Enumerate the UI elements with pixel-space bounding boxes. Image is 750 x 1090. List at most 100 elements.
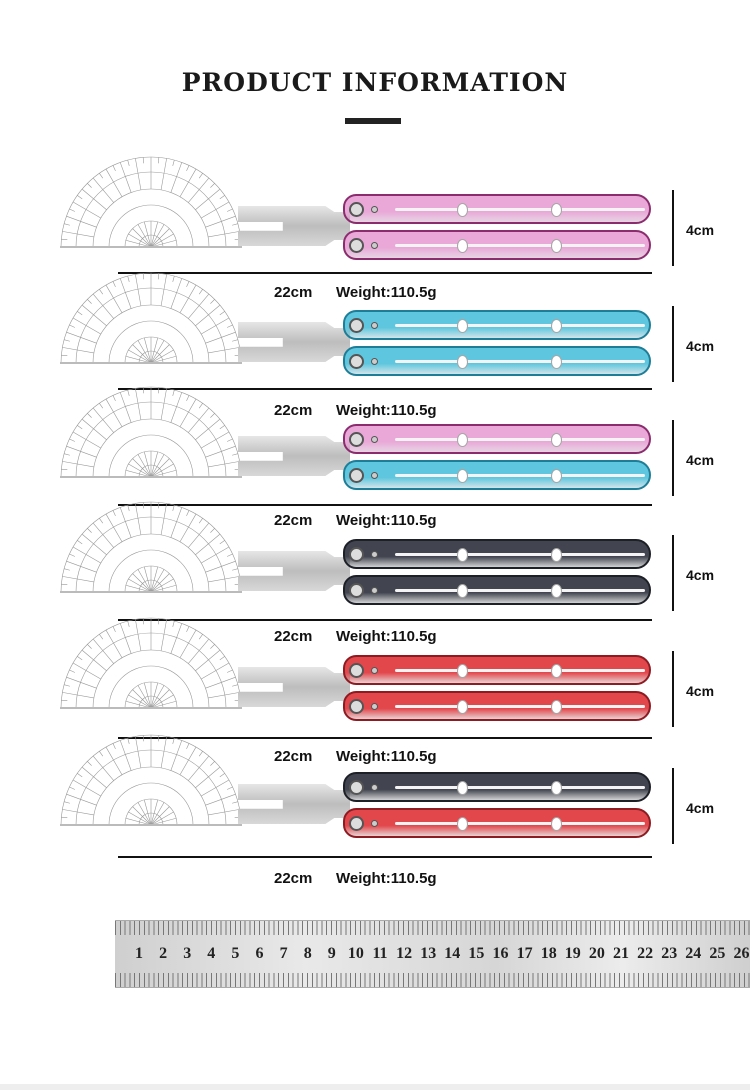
title-underline	[345, 118, 401, 124]
trainer-blade	[238, 436, 350, 476]
bottom-divider	[0, 1084, 750, 1090]
handle-hole	[457, 817, 468, 831]
handle-hole	[551, 664, 562, 678]
handle-slot	[395, 553, 645, 556]
protractor-icon	[60, 156, 242, 248]
width-dimension-line	[672, 306, 674, 382]
screw	[371, 587, 378, 594]
ruler-number: 21	[613, 945, 629, 962]
length-dimension-line	[118, 272, 652, 274]
width-dimension-line	[672, 190, 674, 266]
ruler-number: 19	[564, 945, 581, 962]
handle-hole	[457, 433, 468, 447]
handle-hole	[457, 781, 468, 795]
ruler-number: 16	[492, 945, 509, 962]
ruler-number: 24	[685, 945, 702, 962]
handle-top	[343, 194, 651, 224]
handle-hole	[551, 817, 562, 831]
ruler-ticks-top	[115, 921, 750, 935]
handle-hole	[457, 355, 468, 369]
screw	[371, 667, 378, 674]
length-dimension-line	[118, 737, 652, 739]
weight-label: Weight:110.5g	[336, 512, 437, 529]
weight-label: Weight:110.5g	[336, 628, 437, 645]
width-label: 4cm	[686, 452, 715, 468]
handle-bottom	[343, 230, 651, 260]
ruler-number: 25	[709, 945, 726, 962]
handle-bottom	[343, 460, 651, 490]
pivot-pin	[349, 238, 364, 253]
pivot-pin	[349, 432, 364, 447]
weight-label: Weight:110.5g	[336, 748, 437, 765]
screw	[371, 784, 378, 791]
handle-top	[343, 310, 651, 340]
screw	[371, 436, 378, 443]
ruler-number: 18	[540, 945, 557, 962]
width-label: 4cm	[686, 222, 715, 238]
handle-top	[343, 424, 651, 454]
screw	[371, 322, 378, 329]
page-title: PRODUCT INFORMATION	[181, 68, 569, 97]
handle-hole	[457, 584, 468, 598]
handle-hole	[457, 548, 468, 562]
weight-label: Weight:110.5g	[336, 870, 437, 887]
trainer-blade	[238, 667, 350, 707]
ruler-number: 7	[279, 945, 288, 962]
ruler-number: 15	[468, 945, 485, 962]
pivot-pin	[349, 699, 364, 714]
protractor	[60, 152, 242, 257]
handle-bottom	[343, 691, 651, 721]
width-dimension-line	[672, 768, 674, 844]
handle-hole	[551, 239, 562, 253]
handle-hole	[551, 584, 562, 598]
screw	[371, 820, 378, 827]
handle-slot	[395, 822, 645, 825]
ruler-number: 4	[207, 945, 216, 962]
width-label: 4cm	[686, 683, 715, 699]
protractor	[60, 613, 242, 718]
product-row-teal: 4cm 22cm Weight:110.5g	[0, 268, 750, 419]
ruler-number: 17	[516, 945, 533, 962]
product-row-pink: 4cm 22cm Weight:110.5g	[0, 152, 750, 301]
product-row-black: 4cm 22cm Weight:110.5g	[0, 497, 750, 645]
handle-slot	[395, 669, 645, 672]
handle-hole	[457, 203, 468, 217]
length-label: 22cm	[274, 870, 313, 887]
handle-hole	[457, 664, 468, 678]
width-dimension-line	[672, 535, 674, 611]
length-dimension-line	[118, 388, 652, 390]
length-dimension-line	[118, 856, 652, 858]
handle-slot	[395, 244, 645, 247]
length-label: 22cm	[274, 512, 313, 529]
width-label: 4cm	[686, 338, 715, 354]
trainer-blade	[238, 206, 350, 246]
pivot-pin	[349, 318, 364, 333]
ruler-number: 2	[159, 945, 168, 962]
protractor-icon	[60, 617, 242, 709]
handle-hole	[551, 469, 562, 483]
pivot-pin	[349, 583, 364, 598]
handle-hole	[457, 239, 468, 253]
screw	[371, 472, 378, 479]
screw	[371, 206, 378, 213]
handle-hole	[457, 469, 468, 483]
handle-slot	[395, 360, 645, 363]
length-label: 22cm	[274, 284, 313, 301]
handle-top	[343, 655, 651, 685]
width-dimension-line	[672, 651, 674, 727]
trainer-blade	[238, 551, 350, 591]
handle-bottom	[343, 575, 651, 605]
pivot-pin	[349, 780, 364, 795]
length-dimension-line	[118, 504, 652, 506]
product-row-red: 4cm 22cm Weight:110.5g	[0, 613, 750, 765]
ruler-number: 26	[733, 945, 750, 962]
ruler-number: 14	[444, 945, 461, 962]
ruler-number: 23	[661, 945, 678, 962]
screw	[371, 358, 378, 365]
length-label: 22cm	[274, 628, 313, 645]
pivot-pin	[349, 816, 364, 831]
weight-label: Weight:110.5g	[336, 402, 437, 419]
screw	[371, 551, 378, 558]
pivot-pin	[349, 663, 364, 678]
handle-bottom	[343, 346, 651, 376]
